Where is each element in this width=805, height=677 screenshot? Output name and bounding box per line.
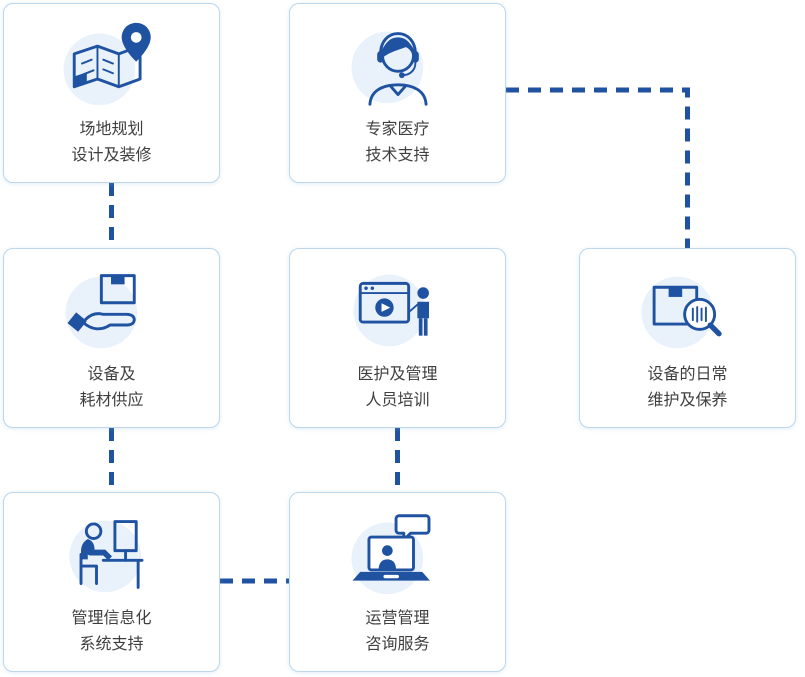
card-staff-training: 医护及管理 人员培训	[289, 248, 506, 428]
workstation-person-icon-svg	[68, 520, 143, 593]
hand-holding-box-icon-svg	[65, 274, 137, 349]
label-line: 咨询服务	[365, 636, 430, 653]
card-expert-medical-support: 专家医疗 技术支持	[289, 3, 506, 183]
label-line: 技术支持	[365, 147, 430, 164]
laptop-video-chat-icon	[344, 506, 452, 602]
video-training-icon-svg	[352, 274, 429, 347]
video-training-icon	[344, 262, 452, 358]
label-line: 场地规划	[79, 121, 144, 138]
label-line: 医护及管理	[357, 366, 438, 383]
card-label: 设备及 耗材供应	[79, 362, 143, 414]
label-line: 系统支持	[79, 636, 144, 653]
hand-holding-box-icon	[58, 262, 166, 358]
connector-expert-to-maintenance	[506, 87, 690, 248]
card-label: 场地规划 设计及装修	[71, 117, 151, 169]
workstation-person-icon	[58, 506, 166, 602]
card-it-system-support: 管理信息化 系统支持	[3, 492, 220, 672]
card-label: 专家医疗 技术支持	[365, 117, 429, 169]
label-line: 设计及装修	[71, 147, 152, 164]
label-line: 耗材供应	[79, 392, 144, 409]
card-label: 医护及管理 人员培训	[357, 362, 437, 414]
label-line: 专家医疗	[365, 121, 430, 138]
label-line: 运营管理	[365, 610, 430, 627]
card-label: 设备的日常 维护及保养	[647, 362, 727, 414]
laptop-video-chat-icon-svg	[351, 514, 430, 595]
card-label: 运营管理 咨询服务	[365, 606, 429, 658]
label-line: 管理信息化	[71, 610, 152, 627]
card-operations-consulting: 运营管理 咨询服务	[289, 492, 506, 672]
label-line: 设备的日常	[647, 366, 728, 383]
map-location-pin-icon	[58, 17, 166, 113]
label-line: 维护及保养	[647, 392, 728, 409]
label-line: 设备及	[87, 366, 136, 383]
card-equipment-supply: 设备及 耗材供应	[3, 248, 220, 428]
card-label: 管理信息化 系统支持	[71, 606, 151, 658]
card-daily-maintenance: 设备的日常 维护及保养	[579, 248, 796, 428]
box-inspection-magnifier-icon	[634, 262, 742, 358]
support-agent-headset-icon	[344, 17, 452, 113]
card-site-planning: 场地规划 设计及装修	[3, 3, 220, 183]
box-inspection-magnifier-icon-svg	[641, 276, 722, 349]
label-line: 人员培训	[365, 392, 430, 409]
map-location-pin-icon-svg	[63, 22, 151, 106]
support-agent-headset-icon-svg	[351, 31, 428, 106]
